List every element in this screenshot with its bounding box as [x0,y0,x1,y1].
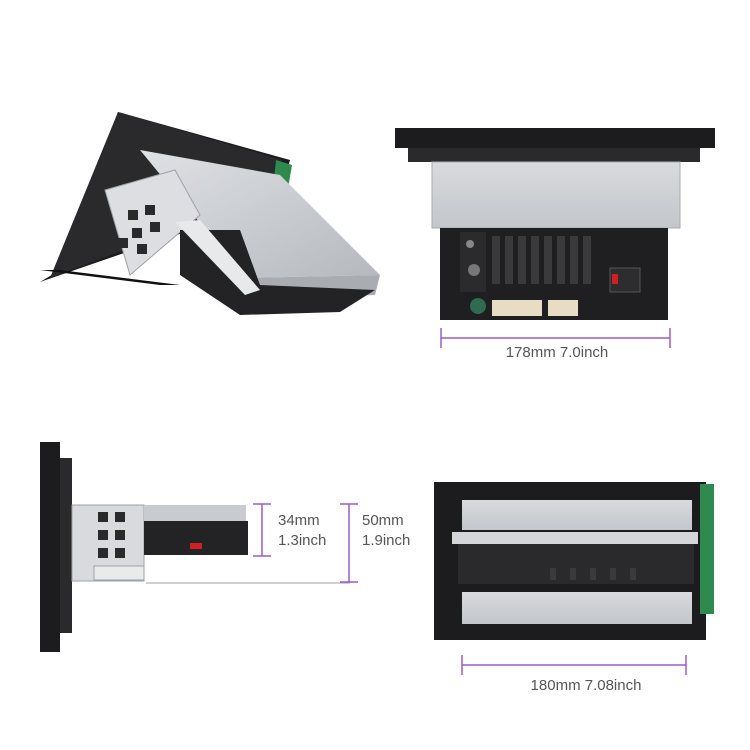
angled-view [40,112,380,315]
rear-width-dimension-line [440,328,671,348]
rear-view [395,128,715,320]
side-view [40,442,350,652]
bottom-view [434,482,714,640]
depth-tall-in-label: 1.9inch [362,532,411,549]
depth-tall-mm-label: 50mm [362,512,404,529]
depth-short-in-label: 1.3inch [278,532,327,549]
depth-short-mm-label: 34mm [278,512,320,529]
front-width-label: 180mm 7.08inch [530,677,642,694]
rear-width-label: 178mm 7.0inch [505,344,609,361]
front-width-dimension-line [461,655,687,675]
depth-tall-dimension-line [340,503,358,583]
depth-short-dimension-line [253,503,271,557]
